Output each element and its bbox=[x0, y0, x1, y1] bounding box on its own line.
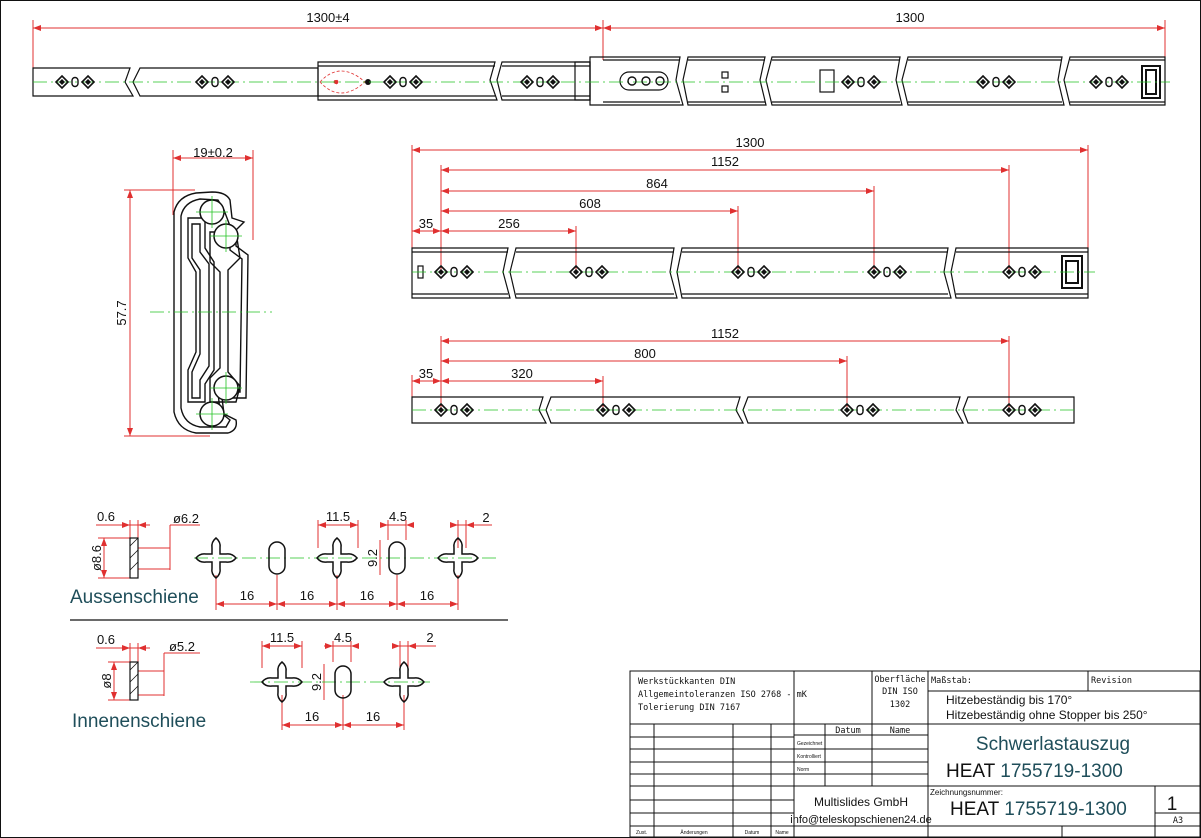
outer-detail-slot2-w: 4.5 bbox=[389, 509, 407, 524]
profile-width-dim: 19±0.2 bbox=[193, 145, 233, 160]
tb-drawing-number-value: 1755719-1300 bbox=[1004, 799, 1127, 820]
outer-dim-608: 608 bbox=[579, 196, 601, 211]
tb-scale-label: Maßstab: bbox=[931, 676, 972, 686]
inner-dim-800: 800 bbox=[634, 346, 656, 361]
tb-title: Schwerlastauszug bbox=[976, 734, 1130, 755]
title-block-text: Werkstückkanten DIN Allgemeintoleranzen … bbox=[636, 675, 1183, 836]
outer-detail-thickness: 0.6 bbox=[97, 509, 115, 524]
tb-surface-3: 1302 bbox=[890, 700, 910, 710]
outer-dim-total: 1300 bbox=[736, 135, 765, 150]
tb-general-2: Allgemeintoleranzen ISO 2768 - mK bbox=[638, 690, 808, 700]
tb-foot-datum: Datum bbox=[745, 830, 760, 836]
outer-dim-256: 256 bbox=[498, 216, 520, 231]
outer-detail-label: Aussenschiene bbox=[70, 587, 199, 608]
inner-detail-thickness: 0.6 bbox=[97, 632, 115, 647]
tb-surface-1: Oberfläche bbox=[874, 675, 925, 685]
outer-detail-height-dia: ø8.6 bbox=[89, 545, 104, 571]
tb-foot-name: Name bbox=[775, 830, 789, 836]
inner-detail-pitch-1: 16 bbox=[305, 709, 319, 724]
inner-detail-slot2-w: 4.5 bbox=[334, 630, 352, 645]
tb-sheet-no: 1 bbox=[1167, 794, 1178, 815]
outer-detail-pitch-1: 16 bbox=[240, 588, 254, 603]
inner-dim-1152: 1152 bbox=[711, 326, 739, 341]
tb-row-norm: Norm bbox=[797, 767, 809, 773]
inner-detail-edge: 2 bbox=[426, 630, 433, 645]
tb-row-gezeichnet: Gezeichnet bbox=[797, 741, 823, 747]
inner-dim-320: 320 bbox=[511, 366, 533, 381]
inner-detail-label: Innenenschiene bbox=[72, 711, 206, 732]
top-dim-left: 1300±4 bbox=[306, 10, 349, 25]
tb-foot-zust: Zust. bbox=[636, 830, 647, 836]
top-dim-right: 1300 bbox=[896, 10, 925, 25]
outer-detail-hole-dia: ø6.2 bbox=[173, 511, 199, 526]
title-block bbox=[629, 670, 1201, 838]
detail-inner-rail: 0.6 ø5.2 ø8 11.5 4.5 2 9.2 16 16 Innenen… bbox=[72, 630, 436, 732]
inner-detail-pitch-2: 16 bbox=[366, 709, 380, 724]
outer-dim-864: 864 bbox=[646, 176, 668, 191]
outer-detail-pitch-4: 16 bbox=[420, 588, 434, 603]
tb-foot-aenderungen: Änderungen bbox=[680, 829, 707, 836]
tb-drawing-label: Zeichnungsnummer: bbox=[930, 788, 1003, 797]
top-extended-rail: 1300±4 1300 bbox=[32, 10, 1170, 106]
tb-general-1: Werkstückkanten DIN bbox=[638, 677, 735, 687]
outer-dim-35: 35 bbox=[419, 216, 433, 231]
detail-outer-rail: 0.6 ø6.2 ø8.6 11.5 4.5 2 9.2 16 16 16 16… bbox=[70, 509, 496, 610]
outer-rail-view: 1300 1152 864 608 256 35 bbox=[411, 135, 1095, 299]
tb-surface-2: DIN ISO bbox=[882, 687, 918, 697]
profile-height-dim: 57.7 bbox=[114, 300, 129, 325]
tb-row-kontrolliert: Kontrolliert bbox=[797, 754, 822, 760]
outer-detail-pitch-2: 16 bbox=[300, 588, 314, 603]
tb-general-3: Tolerierung DIN 7167 bbox=[638, 703, 740, 713]
inner-dim-35: 35 bbox=[419, 366, 433, 381]
tb-format: A3 bbox=[1173, 816, 1183, 826]
tb-drawing-prefix: HEAT bbox=[950, 799, 1000, 820]
tb-heat-note-1: Hitzebeständig bis 170° bbox=[946, 693, 1072, 707]
tb-col-datum: Datum bbox=[835, 726, 861, 736]
tb-heat-prefix: HEAT bbox=[946, 761, 996, 782]
inner-detail-slot-w: 11.5 bbox=[270, 630, 294, 645]
tb-heat-note-2: Hitzebeständig ohne Stopper bis 250° bbox=[946, 708, 1148, 722]
outer-detail-pitch-3: 16 bbox=[360, 588, 374, 603]
tb-col-name: Name bbox=[890, 726, 910, 736]
outer-detail-edge: 2 bbox=[482, 510, 489, 525]
tb-company: Multislides GmbH bbox=[814, 795, 908, 809]
inner-detail-hole-dia: ø5.2 bbox=[169, 639, 195, 654]
outer-detail-slot-w: 11.5 bbox=[326, 509, 350, 524]
outer-dim-1152: 1152 bbox=[711, 154, 739, 169]
inner-rail-view: 1152 800 320 35 bbox=[411, 326, 1078, 424]
tb-email: info@teleskopschienen24.de bbox=[790, 814, 931, 826]
rail-profile-section: 19±0.2 57.7 bbox=[114, 145, 272, 437]
tb-revision-label: Revision bbox=[1091, 676, 1132, 686]
inner-detail-height-dia: ø8 bbox=[99, 673, 114, 688]
tb-part-number-value: 1755719-1300 bbox=[1000, 761, 1123, 782]
